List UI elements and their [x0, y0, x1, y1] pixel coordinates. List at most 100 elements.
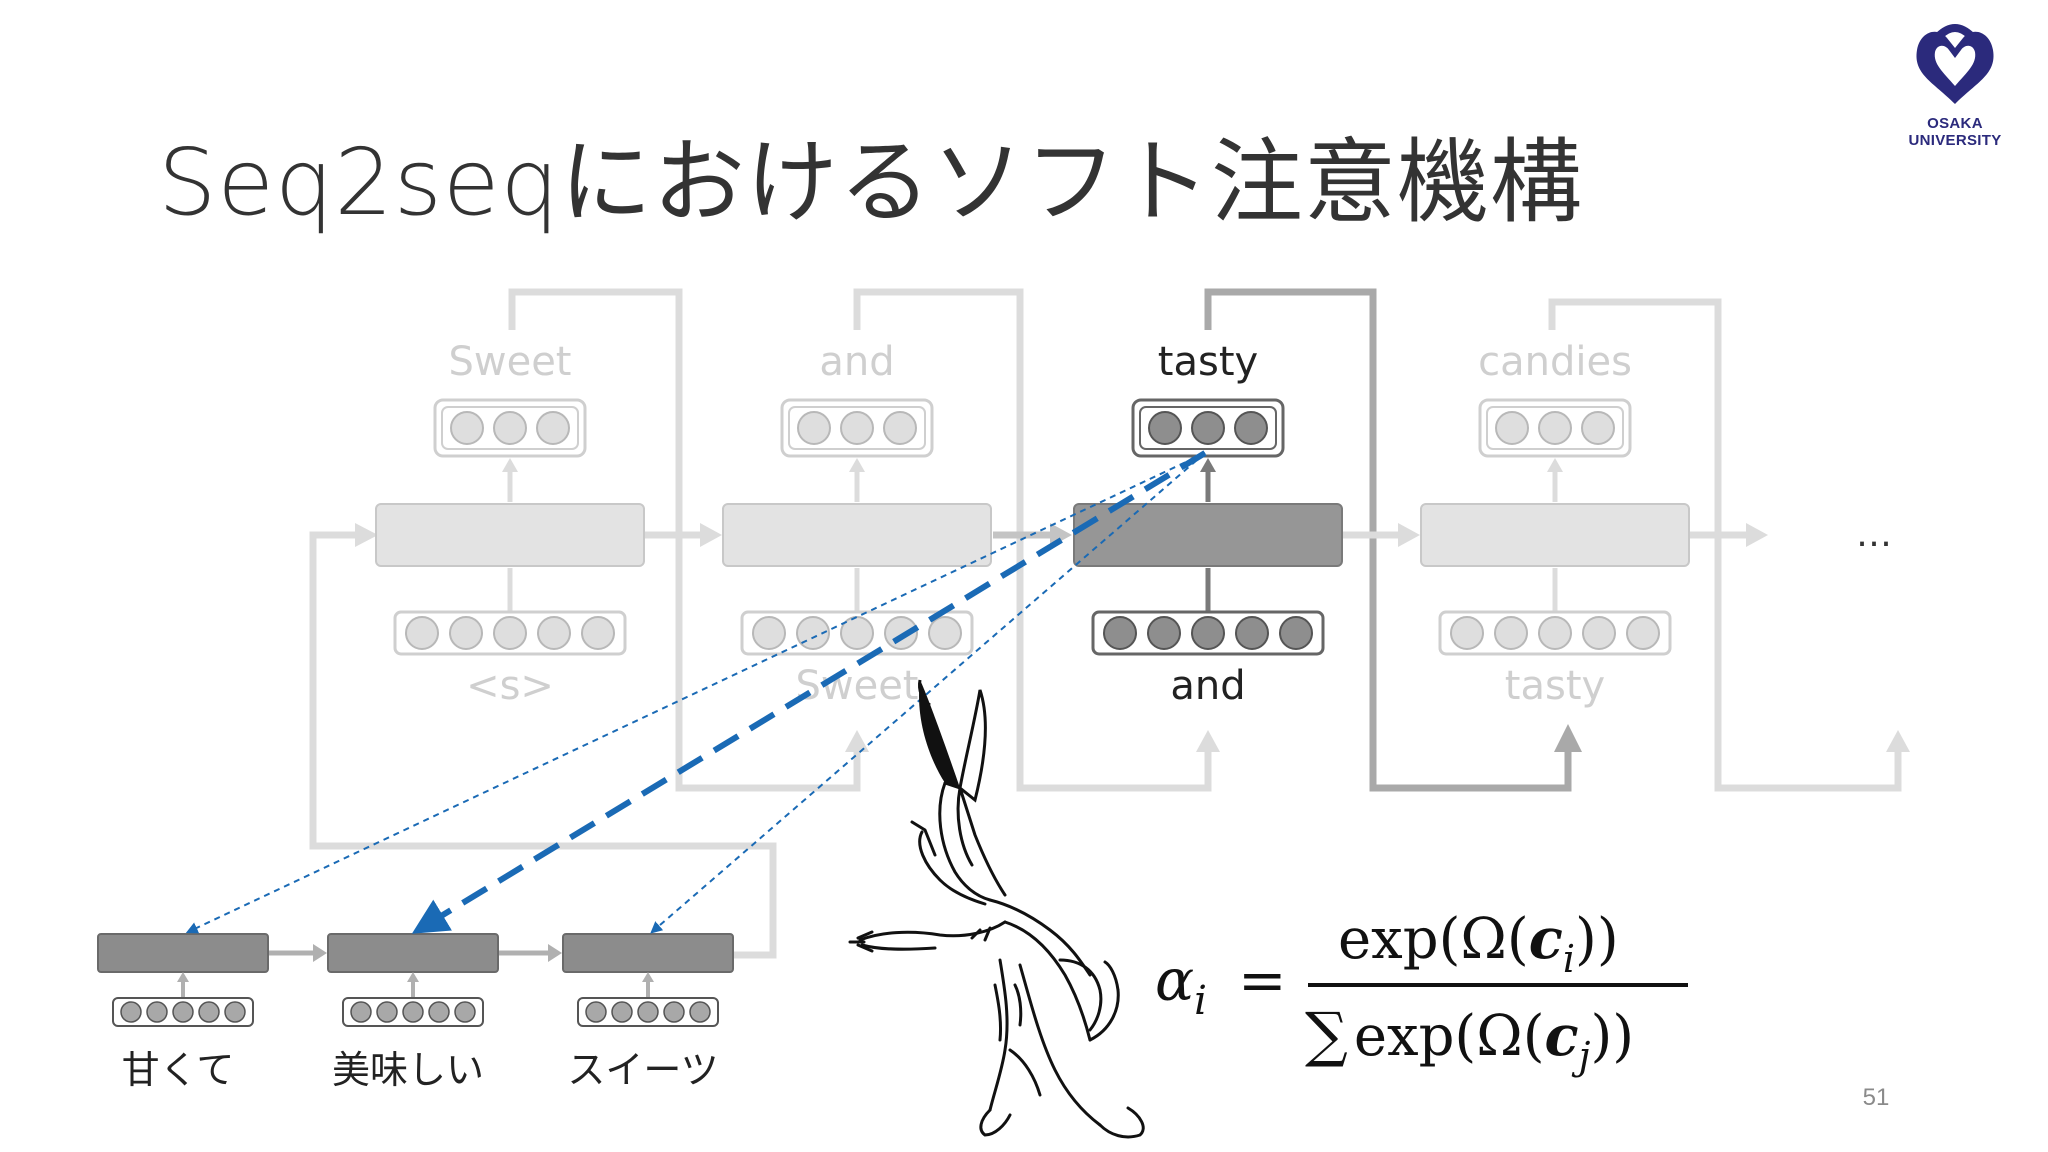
- input-unit: [493, 616, 527, 650]
- decoder-input-word: Sweet: [795, 663, 918, 709]
- output-unit: [797, 411, 831, 445]
- decoder-cell-1: Sweet<s>: [375, 339, 645, 709]
- loop-arrowhead-1: [845, 730, 869, 752]
- osaka-university-logo: [1916, 24, 1994, 104]
- input-unit: [1147, 616, 1181, 650]
- input-unit: [1626, 616, 1660, 650]
- output-unit: [493, 411, 527, 445]
- encoder-input-unit: [637, 1001, 659, 1023]
- encoder-input-unit: [146, 1001, 168, 1023]
- encoder-input-unit: [402, 1001, 424, 1023]
- formula-lhs: αi: [1155, 946, 1207, 1024]
- feedback-loop-2: [853, 288, 1212, 792]
- decoder-state-arrows: [645, 523, 1768, 547]
- output-vector-inner: [441, 406, 579, 450]
- encoder-input-unit: [172, 1001, 194, 1023]
- encoder-input-unit: [376, 1001, 398, 1023]
- formula-denominator: ∑exp(Ω(cj)): [1305, 1000, 1634, 1078]
- encoder-input-unit: [585, 1001, 607, 1023]
- encoder-input-unit: [428, 1001, 450, 1023]
- feedback-loop-4: [1548, 298, 1902, 792]
- rabbit-ears: [918, 679, 987, 803]
- encoder-decoder-connection: [309, 531, 777, 959]
- decoder-entry-arrowhead: [355, 523, 378, 547]
- input-unit: [537, 616, 571, 650]
- encoder-input-unit: [689, 1001, 711, 1023]
- input-unit: [752, 616, 786, 650]
- encoder-state-arrowhead: [313, 944, 327, 962]
- formula-equals: =: [1238, 946, 1287, 1014]
- attention-formula: αi = exp(Ω(ci)) ∑exp(Ω(cj)): [1155, 906, 1688, 1078]
- output-unit: [1234, 411, 1268, 445]
- encoder-state-arrowhead: [548, 944, 562, 962]
- encoder-input-arrowhead: [407, 972, 419, 982]
- output-unit: [1538, 411, 1572, 445]
- decoder-input-word: and: [1170, 663, 1245, 709]
- encoder-input-arrowhead: [177, 972, 189, 982]
- output-unit: [1581, 411, 1615, 445]
- logo-mark: [1916, 31, 1994, 104]
- attention-lines: [185, 450, 1207, 934]
- input-unit: [1494, 616, 1528, 650]
- output-arrowhead: [1547, 458, 1563, 472]
- input-unit: [1450, 616, 1484, 650]
- encoder-hidden-state: [97, 933, 269, 973]
- decoder-input-word: tasty: [1505, 663, 1605, 709]
- output-unit: [883, 411, 917, 445]
- feedback-loops: [508, 288, 1910, 792]
- decoder-hidden-state: [1420, 503, 1690, 567]
- decoder-cell-3: tasty and: [1073, 339, 1343, 709]
- input-unit: [581, 616, 615, 650]
- encoder-input-unit: [120, 1001, 142, 1023]
- encoder-input-word: 美味しい: [332, 1048, 484, 1092]
- encoder-cell-2: 美味しい: [327, 933, 562, 1092]
- loop-arrowhead-4: [1886, 730, 1910, 752]
- decoder-output-word: candies: [1478, 339, 1632, 385]
- decoder-output-word: and: [819, 339, 894, 385]
- feedback-loop-1: [508, 288, 861, 792]
- slide-title: Seq2seqにおけるソフト注意機構: [158, 129, 1583, 236]
- formula-numerator: exp(Ω(ci)): [1338, 906, 1619, 981]
- input-unit: [1279, 616, 1313, 650]
- output-arrowhead: [1200, 458, 1216, 472]
- feedback-loop-3-active: [1204, 288, 1572, 792]
- encoder-input-arrowhead: [642, 972, 654, 982]
- output-arrowhead: [502, 458, 518, 472]
- encoder-input-unit: [224, 1001, 246, 1023]
- output-unit: [450, 411, 484, 445]
- continuation-ellipsis: …: [1856, 514, 1892, 555]
- logo-text: OSAKA UNIVERSITY: [1908, 115, 2002, 149]
- output-unit: [536, 411, 570, 445]
- decoder-output-word: tasty: [1158, 339, 1258, 385]
- attention-line-1: [185, 452, 1206, 934]
- encoder-input-word: 甘くて: [122, 1048, 235, 1092]
- input-unit: [928, 616, 962, 650]
- input-unit: [840, 616, 874, 650]
- decoder-hidden-state: [722, 503, 992, 567]
- output-unit: [1495, 411, 1529, 445]
- encoder-input-word: スイーツ: [567, 1048, 718, 1092]
- input-unit: [1191, 616, 1225, 650]
- input-unit: [1235, 616, 1269, 650]
- encoder-input-unit: [611, 1001, 633, 1023]
- slide-number: 51: [1863, 1084, 1890, 1111]
- attention-line-2: [411, 450, 1207, 934]
- encoder-hidden-state: [327, 933, 499, 973]
- input-unit: [884, 616, 918, 650]
- output-unit: [840, 411, 874, 445]
- encoder-input-unit: [663, 1001, 685, 1023]
- loop-arrowhead-2: [1196, 730, 1220, 752]
- input-unit: [1103, 616, 1137, 650]
- encoder-cell-3: スイーツ: [562, 933, 734, 1092]
- decoder-input-word: <s>: [466, 663, 554, 709]
- encoder-input-unit: [350, 1001, 372, 1023]
- attention-line-3: [650, 452, 1206, 934]
- input-unit: [1582, 616, 1616, 650]
- input-unit: [405, 616, 439, 650]
- output-vector-inner: [1139, 406, 1277, 450]
- decoder-cell-4: candies tasty: [1420, 339, 1690, 709]
